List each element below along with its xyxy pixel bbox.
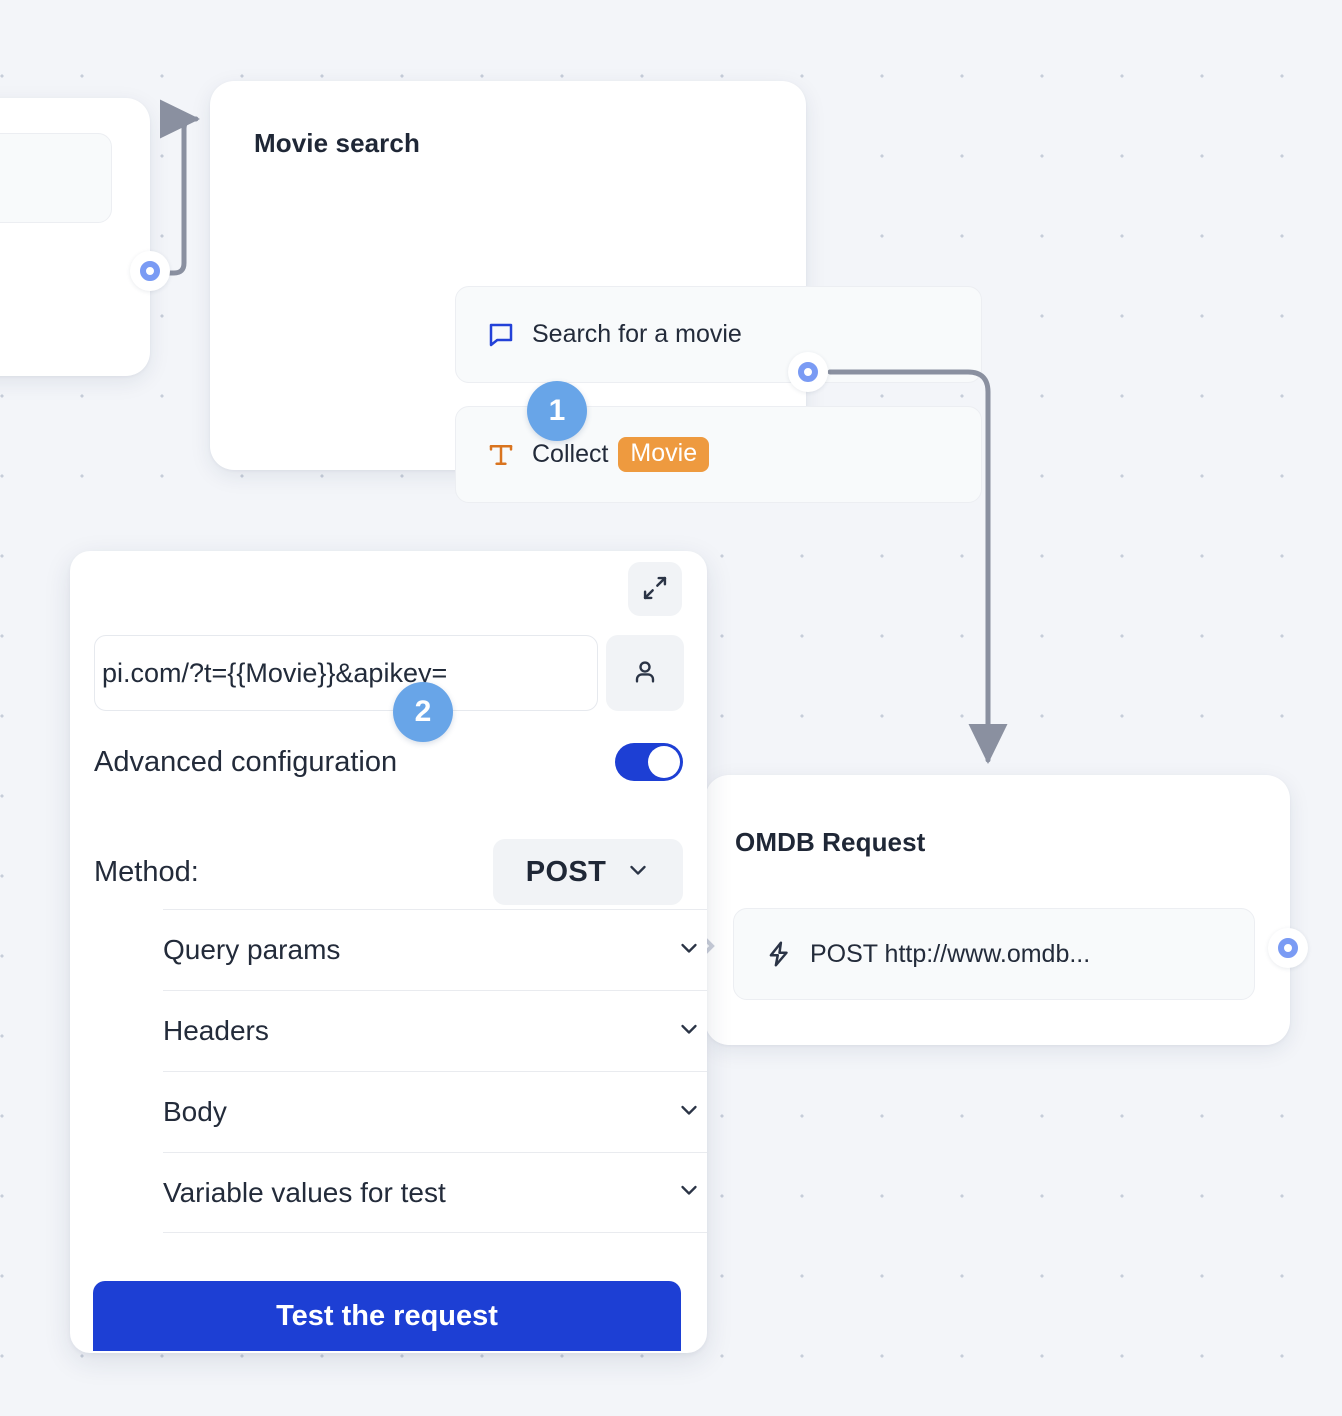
port-omdb-request-output[interactable] [1268,928,1308,968]
test-the-request-button[interactable]: Test the request [93,1281,681,1351]
advanced-configuration-label: Advanced configuration [94,745,398,778]
text-t-icon [486,440,516,470]
accordion-label: Variable values for test [163,1176,446,1208]
method-row: Method: POST [94,839,683,905]
collect-label-prefix: Collect [532,440,609,468]
method-select-dropdown[interactable]: POST [493,839,683,905]
accordion-item-variable-values-for-test[interactable]: Variable values for test [163,1152,707,1233]
expand-panel-button[interactable] [628,562,682,616]
url-input-row[interactable] [94,635,684,711]
chevron-down-icon [677,1098,701,1127]
auth-user-button[interactable] [606,635,684,711]
lightning-bolt-icon [764,939,794,969]
node-row-post-request[interactable]: POST http://www.omdb... [733,908,1255,1000]
expand-diagonal-icon [641,574,669,605]
request-sections-accordion: Query params Headers Body [163,909,707,1233]
request-configuration-panel[interactable]: Advanced configuration Method: POST Quer… [70,551,707,1353]
node-row-search-for-a-movie[interactable]: Search for a movie [455,286,982,383]
port-offscreen-node-output[interactable] [130,251,170,291]
node-title-movie-search: Movie search [254,128,420,158]
chevron-down-icon [677,1178,701,1207]
accordion-item-query-params[interactable]: Query params [163,909,707,990]
advanced-configuration-row: Advanced configuration [94,743,683,781]
node-card-omdb-request[interactable]: OMDB Request POST http://www.omdb... [705,775,1290,1045]
variable-chip-movie[interactable]: Movie [618,437,710,472]
person-icon [630,657,660,690]
node-card-movie-search[interactable]: Movie search Search for a movie Collect … [210,81,982,503]
port-movie-search-output[interactable] [788,352,828,392]
method-label: Method: [94,855,199,888]
node-title-omdb-request: OMDB Request [735,827,926,857]
offscreen-node-row[interactable] [0,133,112,223]
chevron-down-icon [626,858,650,887]
accordion-label: Headers [163,1015,269,1046]
accordion-item-headers[interactable]: Headers [163,990,707,1071]
advanced-configuration-toggle[interactable] [615,743,683,781]
speech-bubble-icon [486,320,516,350]
accordion-label: Query params [163,934,341,965]
accordion-label: Body [163,1096,227,1127]
step-badge-1: 1 [527,381,587,441]
request-url-input[interactable] [94,635,598,711]
node-row-label-collect: Collect Movie [532,437,710,472]
method-selected-value: POST [525,855,607,888]
accordion-item-body[interactable]: Body [163,1071,707,1152]
chevron-down-icon [677,936,701,965]
node-row-label: Search for a movie [532,320,742,348]
chevron-down-icon [677,1017,701,1046]
step-badge-2: 2 [393,682,453,742]
node-row-label-omdb: POST http://www.omdb... [810,939,1091,968]
